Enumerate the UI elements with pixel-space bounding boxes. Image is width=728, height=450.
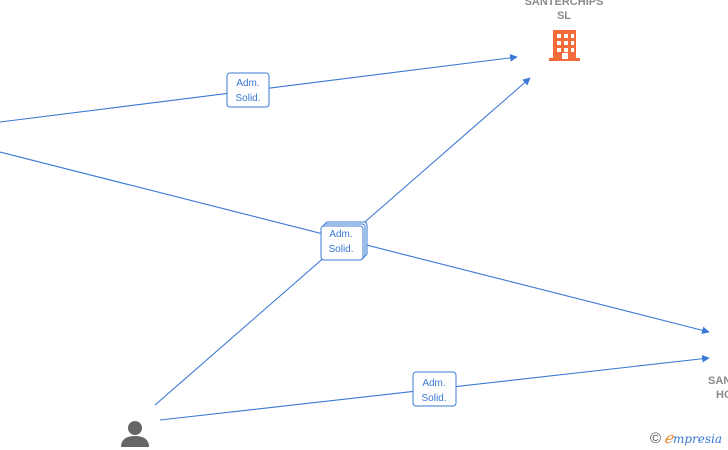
building-icon (549, 30, 580, 61)
brand-initial: ℯ (664, 429, 673, 447)
edge-label-top-line1: Adm. (236, 78, 259, 89)
person-icon (121, 421, 149, 447)
brand-logo: ℯmpresia (664, 429, 723, 447)
edge-label-bottom[interactable]: Adm. Solid. (412, 371, 457, 407)
edge-label-bottom-line1: Adm. (422, 378, 445, 389)
edge-label-center-line1: Adm. (329, 229, 352, 240)
node-santerchips[interactable]: SANTERCHIPS SL (525, 0, 604, 61)
node-santer-ho-label-line2: HO (716, 389, 728, 401)
node-santer-ho[interactable]: SAN HO (708, 375, 728, 401)
node-santer-ho-label-line1: SAN (708, 375, 728, 387)
edge-label-center[interactable]: Adm. Solid. (320, 221, 368, 261)
edge-label-top-line2: Solid. (235, 93, 260, 104)
edge-label-top[interactable]: Adm. Solid. (226, 72, 270, 108)
node-santerchips-label-line1: SANTERCHIPS (525, 0, 604, 8)
brand-name: mpresia (672, 432, 723, 446)
edge-label-center-line2: Solid. (328, 244, 353, 255)
node-santerchips-label-line2: SL (557, 10, 571, 22)
edge-label-bottom-line2: Solid. (421, 393, 446, 404)
node-person[interactable] (121, 421, 149, 447)
watermark: ©ℯmpresia (650, 429, 722, 447)
copyright-symbol: © (650, 430, 662, 447)
